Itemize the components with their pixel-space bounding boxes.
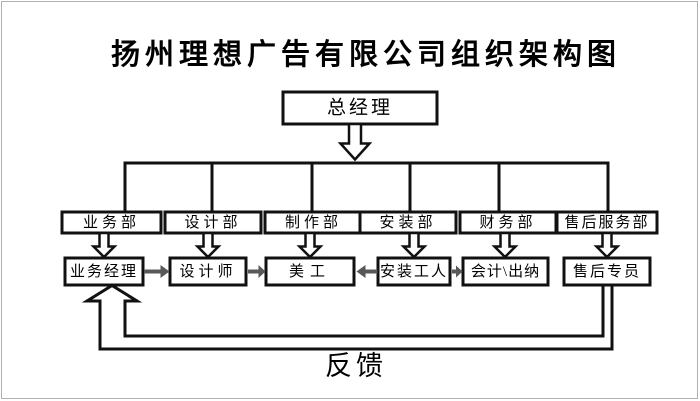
dept-label-installation: 安装部 bbox=[379, 214, 436, 231]
dept-box-installation bbox=[358, 210, 458, 235]
staff-label-business-manager: 业务经理 bbox=[70, 263, 138, 280]
staff-box-installer bbox=[376, 256, 452, 287]
staff-label-aftersales-specialist: 售后专员 bbox=[573, 263, 641, 280]
staff-label-installer: 安装工人 bbox=[380, 263, 448, 280]
dept-to-staff-arrow-production bbox=[296, 231, 324, 259]
flow-arrow-business-to-designer bbox=[144, 265, 170, 278]
dept-to-staff-arrow-finance bbox=[491, 231, 519, 259]
dept-label-business: 业务部 bbox=[83, 214, 140, 231]
dept-label-aftersales: 售后服务部 bbox=[564, 214, 649, 231]
chart-title: 扬州理想广告有限公司组织架构图 bbox=[111, 37, 621, 71]
flow-arrow-installer-to-accountant bbox=[452, 265, 463, 278]
general-manager-label: 总经理 bbox=[327, 97, 393, 119]
dept-to-staff-arrow-business bbox=[90, 231, 118, 259]
staff-box-aftersales-specialist bbox=[562, 256, 652, 287]
dept-to-staff-arrow-design bbox=[194, 231, 222, 259]
staff-label-artist: 美工 bbox=[289, 263, 331, 280]
dept-to-staff-arrow-installation bbox=[400, 231, 428, 259]
staff-label-designer: 设计师 bbox=[179, 263, 236, 280]
staff-box-artist bbox=[264, 256, 356, 287]
flow-arrow-designer-to-artist bbox=[248, 265, 266, 278]
gm-down-arrow bbox=[337, 122, 373, 162]
dept-box-business bbox=[60, 210, 163, 235]
dept-label-finance: 财务部 bbox=[479, 214, 536, 231]
staff-label-accountant: 会计\出纳 bbox=[471, 263, 540, 280]
staff-box-accountant bbox=[461, 256, 550, 287]
staff-box-designer bbox=[168, 256, 248, 287]
dept-label-design: 设计部 bbox=[184, 214, 241, 231]
flow-arrow-installer-to-artist bbox=[356, 265, 378, 278]
dept-to-staff-arrow-aftersales bbox=[593, 231, 621, 259]
dept-label-production: 制作部 bbox=[285, 214, 342, 231]
feedback-loop-arrow bbox=[81, 283, 614, 351]
feedback-label: 反馈 bbox=[325, 351, 387, 381]
staff-box-business-manager bbox=[63, 256, 145, 287]
